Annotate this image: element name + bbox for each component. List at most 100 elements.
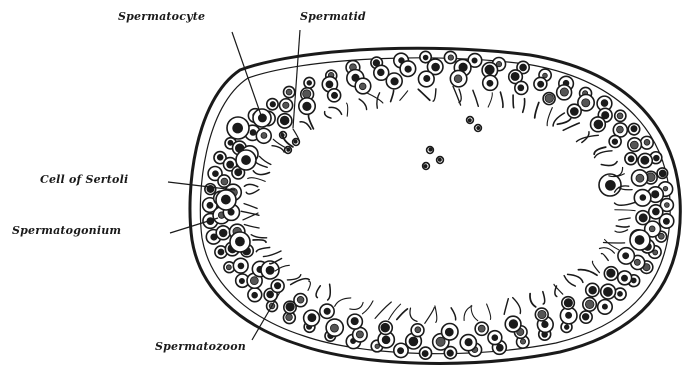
cell	[632, 170, 648, 186]
cell	[580, 311, 592, 323]
cell	[515, 81, 528, 94]
cell-nucleus	[351, 317, 358, 324]
cell	[534, 77, 547, 90]
cell-nucleus	[468, 119, 471, 122]
cell-nucleus	[564, 299, 572, 307]
cell-nucleus	[623, 253, 629, 259]
cell	[326, 319, 343, 336]
cell-nucleus	[250, 277, 258, 285]
cell	[535, 308, 548, 321]
cell-nucleus	[542, 321, 548, 327]
cell-nucleus	[472, 58, 477, 63]
cell-nucleus	[566, 312, 572, 318]
cell-nucleus	[415, 327, 421, 333]
cell-nucleus	[422, 351, 428, 357]
cell-nucleus	[283, 102, 289, 108]
cell-nucleus	[409, 337, 418, 346]
cell-nucleus	[617, 113, 623, 119]
cell	[256, 128, 271, 143]
cell	[216, 190, 236, 210]
cell	[355, 78, 371, 94]
cell	[628, 123, 639, 134]
cell	[628, 138, 642, 152]
cell-nucleus	[217, 154, 223, 160]
cell	[618, 271, 632, 285]
cell-nucleus	[356, 331, 363, 338]
cell	[557, 85, 572, 100]
cell	[467, 117, 474, 124]
cell	[630, 230, 650, 250]
cell-nucleus	[423, 55, 428, 60]
cell	[423, 163, 430, 170]
cell	[657, 168, 668, 179]
cell-nucleus	[382, 336, 390, 344]
cell-nucleus	[487, 80, 493, 86]
cell	[427, 147, 434, 154]
cell-nucleus	[618, 291, 623, 296]
cell	[615, 110, 626, 121]
cell	[450, 70, 466, 86]
cell-nucleus	[601, 100, 608, 107]
cell-nucleus	[448, 55, 453, 60]
cell-nucleus	[221, 178, 228, 185]
cell-nucleus	[261, 132, 267, 138]
cell	[625, 153, 637, 165]
cell-nucleus	[560, 88, 568, 96]
cell-nucleus	[465, 339, 472, 346]
cell-nucleus	[621, 275, 627, 281]
cell-nucleus	[218, 249, 224, 255]
cell-nucleus	[640, 195, 646, 201]
cell	[267, 99, 278, 110]
cell	[437, 157, 444, 164]
cell	[567, 104, 581, 118]
cell	[604, 267, 618, 281]
cell-nucleus	[266, 266, 274, 274]
cell-nucleus	[267, 291, 274, 298]
cell	[271, 280, 284, 293]
cell	[328, 89, 341, 102]
cell-nucleus	[429, 148, 432, 151]
cell	[505, 316, 521, 332]
cell	[304, 310, 320, 326]
cell-nucleus	[447, 350, 453, 356]
cell-nucleus	[477, 126, 480, 129]
cell-nucleus	[652, 191, 659, 198]
label-cell-of-sertoli: Cell of Sertoli	[40, 173, 128, 186]
cell-nucleus	[602, 304, 607, 309]
cell	[299, 98, 315, 114]
cell	[379, 321, 392, 334]
cell-nucleus	[221, 195, 230, 204]
cell-nucleus	[635, 235, 644, 244]
cell-nucleus	[639, 214, 647, 222]
cell	[591, 117, 606, 132]
cell	[634, 190, 651, 207]
cell	[475, 125, 482, 132]
cell-nucleus	[585, 300, 594, 309]
cell-nucleus	[303, 90, 311, 98]
cell-nucleus	[235, 237, 244, 246]
cell-nucleus	[330, 324, 338, 332]
cell-nucleus	[207, 202, 213, 208]
cell-nucleus	[663, 218, 669, 224]
cell-nucleus	[617, 126, 624, 133]
cell	[294, 294, 307, 307]
cell	[641, 136, 654, 149]
cell-nucleus	[454, 75, 462, 83]
cell	[284, 86, 295, 97]
cell	[586, 283, 599, 296]
cell-nucleus	[582, 99, 590, 107]
cell	[347, 314, 362, 329]
cell	[583, 298, 597, 312]
cell-nucleus	[324, 308, 330, 314]
cell	[248, 288, 262, 302]
cell	[441, 323, 458, 340]
cell-nucleus	[485, 65, 494, 74]
cell	[320, 304, 334, 318]
cell-nucleus	[242, 156, 251, 165]
cell-nucleus	[492, 335, 498, 341]
cell-nucleus	[630, 141, 638, 149]
cell-nucleus	[538, 81, 544, 87]
cell	[411, 324, 424, 337]
